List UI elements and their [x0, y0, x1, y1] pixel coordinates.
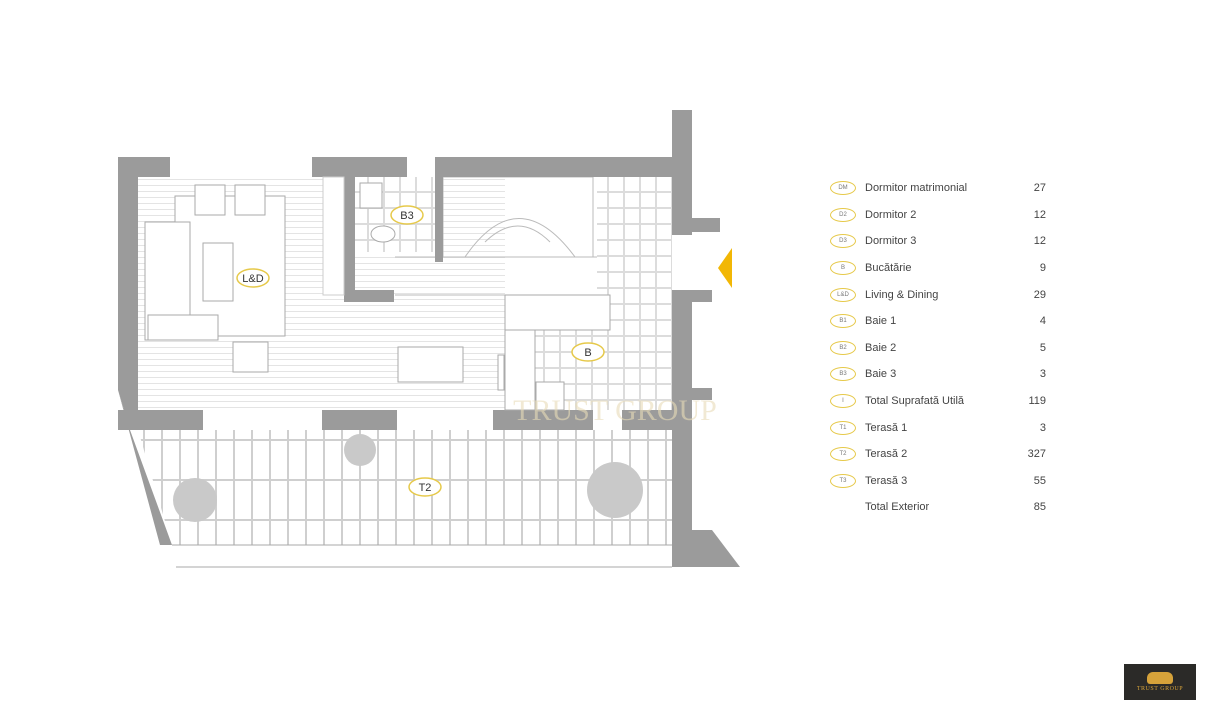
- legend-label: Baie 2: [865, 341, 897, 354]
- plants: [173, 434, 643, 522]
- room-label-t2: T2: [419, 482, 432, 494]
- legend-value: 29: [1033, 288, 1046, 301]
- legend-row: I Total Suprafată Utilă 119: [830, 388, 1050, 415]
- room-code-badge: T1: [830, 420, 856, 435]
- legend-value: 5: [1039, 341, 1046, 354]
- room-code-badge: B3: [830, 367, 856, 382]
- room-code-badge: B2: [830, 340, 856, 355]
- walls: [118, 110, 740, 567]
- room-code-badge: I: [830, 394, 856, 409]
- room-code-badge: L&D: [830, 287, 856, 302]
- legend-value: 3: [1039, 421, 1046, 434]
- furniture: [144, 182, 611, 411]
- legend-value: 3: [1039, 368, 1046, 381]
- room-code-badge: B: [830, 261, 856, 276]
- legend-value: 4: [1039, 315, 1046, 328]
- legend-label: Dormitor 2: [865, 208, 917, 221]
- room-code-badge: [830, 500, 856, 514]
- watermark: TRUST GROUP: [513, 394, 717, 427]
- legend-row: T3 Terasă 3 55: [830, 468, 1050, 495]
- legend-row: B2 Baie 2 5: [830, 335, 1050, 362]
- legend-row: B3 Baie 3 3: [830, 361, 1050, 388]
- legend-label: Baie 3: [865, 368, 897, 381]
- entrance-arrow-icon: [718, 248, 732, 288]
- legend-value: 9: [1039, 262, 1046, 275]
- room-code-badge: T3: [830, 473, 856, 488]
- legend-label: Terasă 2: [865, 448, 908, 461]
- legend-value: 12: [1033, 208, 1046, 221]
- legend-label: Bucătărie: [865, 262, 912, 275]
- room-code-badge: T2: [830, 447, 856, 462]
- legend-value: 55: [1033, 474, 1046, 487]
- legend-value: 119: [1028, 395, 1046, 408]
- hall-floor: [597, 177, 672, 295]
- legend-label: Total Suprafată Utilă: [865, 395, 965, 408]
- legend-value: 85: [1033, 501, 1046, 514]
- trust-group-logo: TRUST GROUP: [1124, 664, 1196, 700]
- legend-label: Baie 1: [865, 315, 897, 328]
- logo-text: TRUST GROUP: [1136, 686, 1184, 692]
- legend-row: T1 Terasă 1 3: [830, 414, 1050, 441]
- legend-label: Dormitor 3: [865, 235, 917, 248]
- terrace-floor: [138, 430, 672, 545]
- legend-value: 12: [1033, 235, 1046, 248]
- legend-label: Terasă 3: [865, 474, 908, 487]
- legend-row: L&D Living & Dining 29: [830, 281, 1050, 308]
- room-code-badge: D3: [830, 234, 856, 249]
- legend-row: D2 Dormitor 2 12: [830, 202, 1050, 229]
- legend-row: D3 Dormitor 3 12: [830, 228, 1050, 255]
- legend-label: Living & Dining: [865, 288, 939, 301]
- legend-row: B1 Baie 1 4: [830, 308, 1050, 335]
- legend-label: Dormitor matrimonial: [865, 182, 968, 195]
- room-code-badge: B1: [830, 314, 856, 329]
- legend-row: B Bucătărie 9: [830, 255, 1050, 282]
- room-code-badge: D2: [830, 207, 856, 222]
- legend-value: 327: [1027, 448, 1046, 461]
- legend-row: Total Exterior 85: [830, 494, 1050, 521]
- room-label-b3: B3: [400, 210, 413, 222]
- room-code-badge: DM: [830, 181, 856, 196]
- legend-label: Terasă 1: [865, 421, 908, 434]
- legend-value: 27: [1033, 182, 1046, 195]
- legend-row: T2 Terasă 2 327: [830, 441, 1050, 468]
- room-label-b: B: [584, 347, 591, 359]
- room-label-ld: L&D: [242, 273, 263, 285]
- legend-row: DM Dormitor matrimonial 27: [830, 175, 1050, 202]
- handshake-icon: [1147, 672, 1173, 684]
- legend-label: Total Exterior: [865, 501, 930, 514]
